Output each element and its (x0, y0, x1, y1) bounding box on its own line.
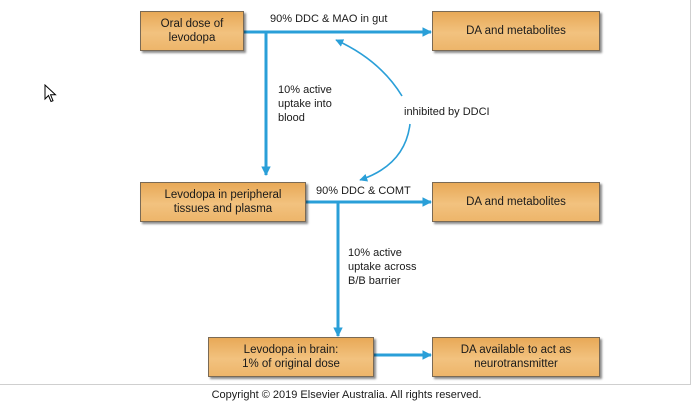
oral-dose-box: Oral dose of levodopa (140, 11, 244, 51)
figure-frame (0, 0, 691, 385)
gut-label: 90% DDC & MAO in gut (270, 13, 388, 25)
arrows-layer (244, 27, 432, 360)
comt-label: 90% DDC & COMT (316, 185, 411, 197)
ddci-label: inhibited by DDCI (404, 106, 490, 118)
brain-levodopa-box: Levodopa in brain: 1% of original dose (208, 337, 374, 377)
barrier-uptake-label: 10% active uptake across B/B barrier (348, 247, 417, 287)
ddci-arrow-upper (335, 39, 403, 97)
blood-uptake-label: 10% active uptake into blood (278, 84, 332, 124)
peripheral-levodopa-box: Levodopa in peripheral tissues and plasm… (140, 182, 306, 222)
mouse-cursor-icon (44, 84, 57, 103)
ddci-arrow-lower (359, 123, 411, 182)
da-metabolites-box-2: DA and metabolites (432, 182, 600, 222)
copyright-footer: Copyright © 2019 Elsevier Australia. All… (211, 389, 482, 401)
neurotransmitter-box: DA available to act as neurotransmitter (432, 337, 600, 377)
da-metabolites-box-1: DA and metabolites (432, 11, 600, 51)
